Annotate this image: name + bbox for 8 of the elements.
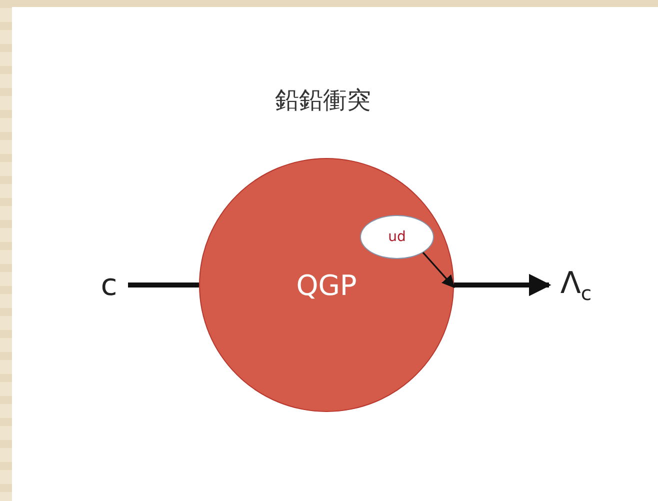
particle-label: Λ$_{c}$ xyxy=(560,266,592,304)
node-label: ud xyxy=(388,229,406,245)
particle-label: c xyxy=(100,268,118,302)
diagram-title: 鉛鉛衝突 xyxy=(274,85,372,116)
quark-ellipse xyxy=(360,215,434,259)
arrow xyxy=(454,274,552,296)
arrow xyxy=(422,251,455,288)
node-label: QGP xyxy=(296,268,357,302)
